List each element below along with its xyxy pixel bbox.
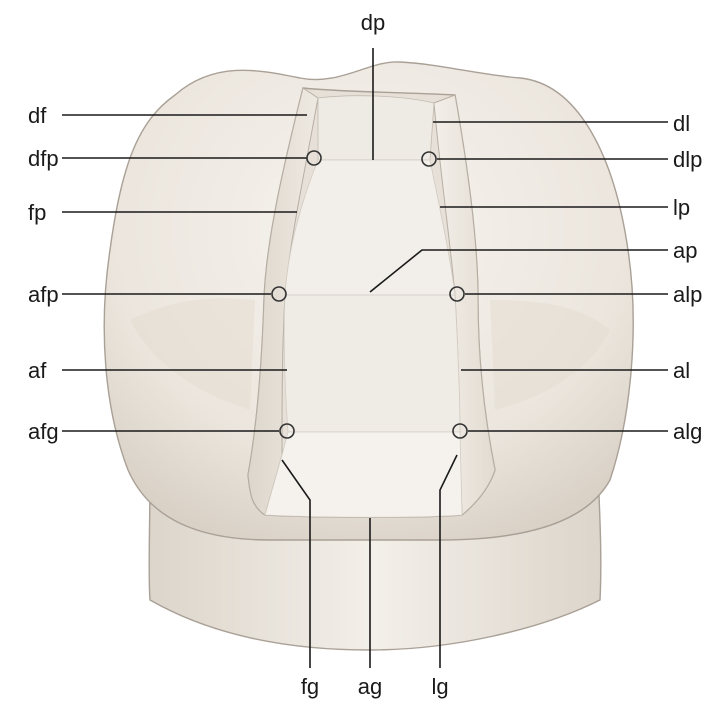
pulpal-floor-upper xyxy=(285,160,455,295)
label-af: af xyxy=(28,358,47,383)
label-dl: dl xyxy=(673,111,690,136)
axial-wall xyxy=(284,295,460,432)
label-afg: afg xyxy=(28,419,59,444)
label-df: df xyxy=(28,103,47,128)
gingival-floor xyxy=(265,432,462,517)
label-fp: fp xyxy=(28,200,46,225)
label-dfp: dfp xyxy=(28,146,59,171)
label-ap: ap xyxy=(673,238,697,263)
distal-wall xyxy=(318,96,434,160)
label-lg: lg xyxy=(431,674,448,699)
label-afp: afp xyxy=(28,282,59,307)
label-al: al xyxy=(673,358,690,383)
label-dlp: dlp xyxy=(673,147,702,172)
label-alp: alp xyxy=(673,282,702,307)
label-fg: fg xyxy=(301,674,319,699)
label-alg: alg xyxy=(673,419,702,444)
label-dp: dp xyxy=(361,10,385,35)
label-lp: lp xyxy=(673,195,690,220)
label-ag: ag xyxy=(358,674,382,699)
